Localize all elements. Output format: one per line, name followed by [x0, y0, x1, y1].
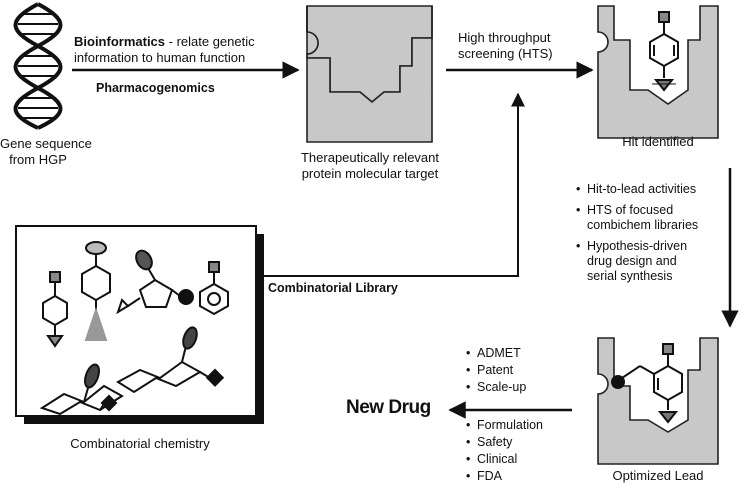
- pharmacogenomics-label: Pharmacogenomics: [96, 81, 215, 95]
- optimized-lead-label: Optimized Lead: [612, 468, 704, 483]
- list-item: Scale-up: [466, 380, 526, 395]
- development-list-upper: ADMET Patent Scale-up: [466, 346, 526, 397]
- arrow-library-to-hts: [256, 92, 525, 277]
- hit-protein-icon: [597, 5, 719, 139]
- hit-ligand-icon: [649, 11, 679, 92]
- combinatorial-chemistry-label: Combinatorial chemistry: [70, 436, 210, 451]
- molecule-icons: [39, 241, 229, 416]
- new-drug-label: New Drug: [346, 397, 431, 418]
- list-item: ADMET: [466, 346, 526, 361]
- lead-ligand-icon: [611, 343, 683, 424]
- list-item: Hit-to-lead activities: [576, 182, 698, 197]
- list-item: Formulation: [466, 418, 543, 433]
- protein-target-icon: [306, 5, 433, 143]
- optimized-protein-icon: [597, 337, 719, 465]
- list-item: Patent: [466, 363, 526, 378]
- hit-to-lead-list: Hit-to-lead activities HTS of focusedcom…: [576, 182, 698, 290]
- combinatorial-library-label: Combinatorial Library: [268, 281, 398, 295]
- dna-helix-icon: [13, 2, 63, 130]
- development-list-lower: Formulation Safety Clinical FDA: [466, 418, 543, 486]
- list-item: FDA: [466, 469, 543, 484]
- hit-identified-label: Hit identified: [622, 134, 694, 149]
- list-item: Safety: [466, 435, 543, 450]
- bioinformatics-label: Bioinformatics - relate genetic informat…: [74, 34, 255, 65]
- list-item: Clinical: [466, 452, 543, 467]
